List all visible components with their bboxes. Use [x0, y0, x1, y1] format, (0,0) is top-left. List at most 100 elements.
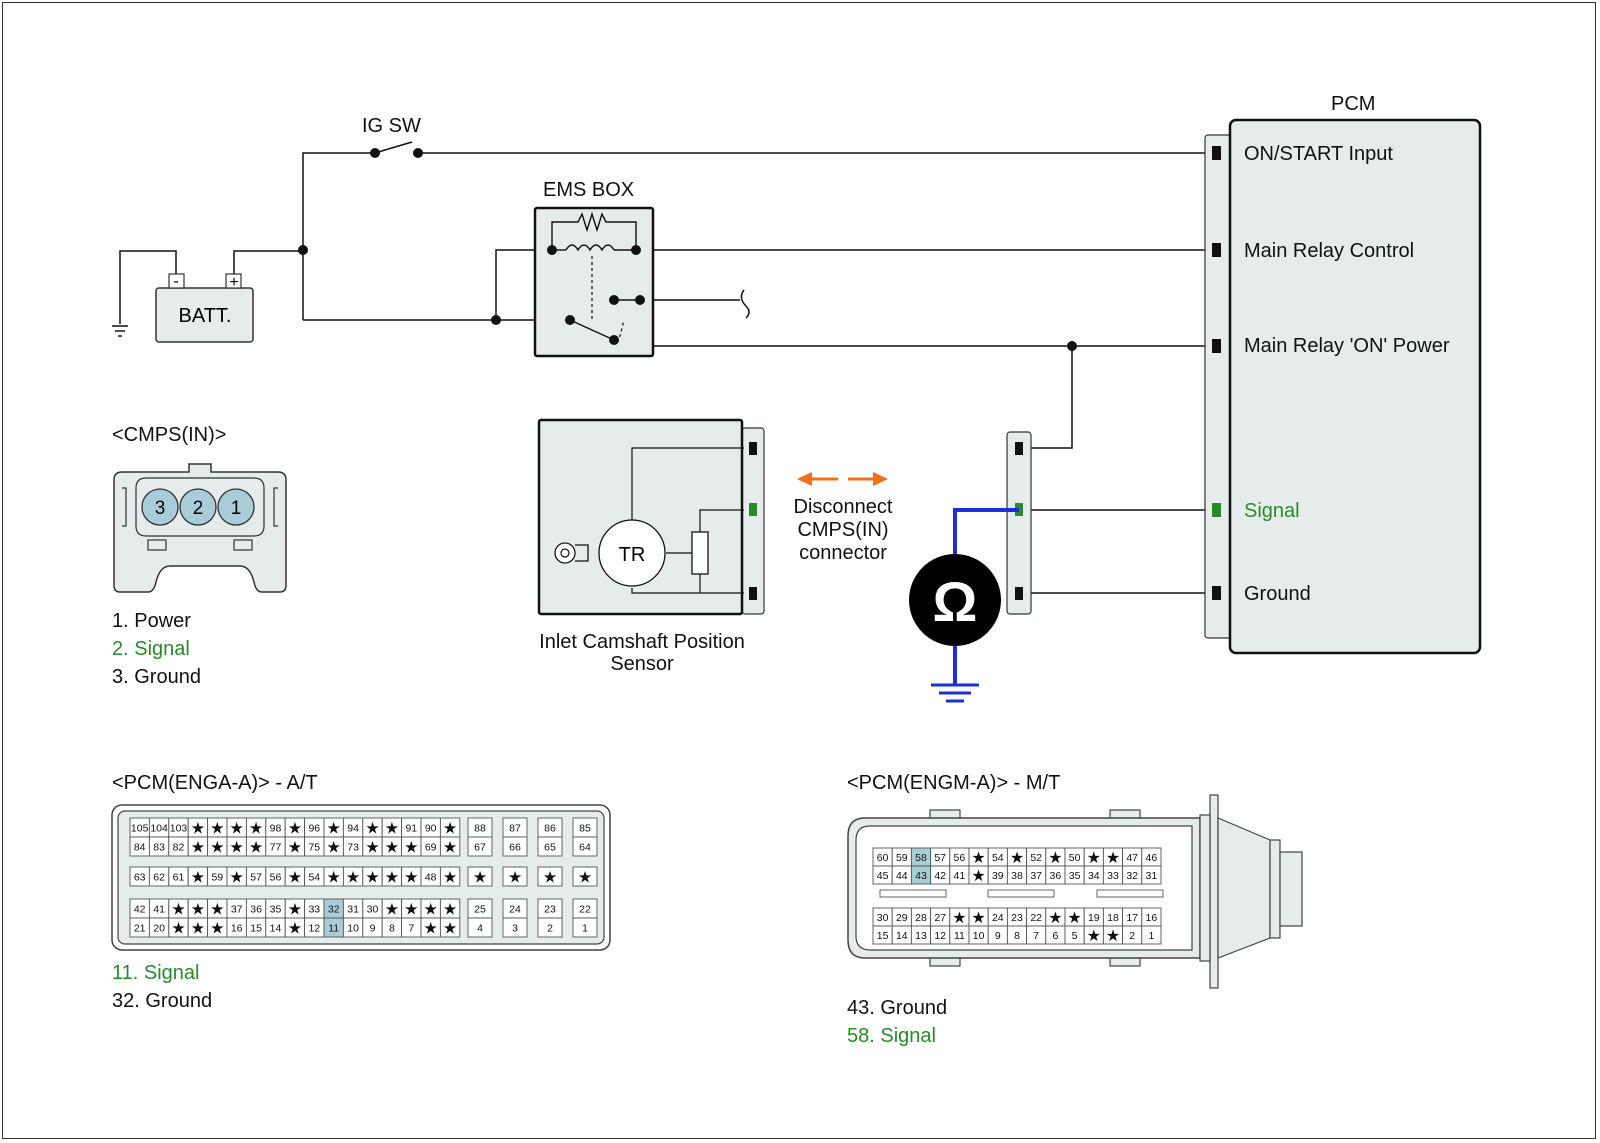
pin-number: 17 — [1126, 912, 1138, 924]
pin-number: ★ — [171, 921, 185, 938]
pin-number: ★ — [443, 840, 457, 857]
pin-number: ★ — [1087, 928, 1101, 945]
pin-number: 88 — [474, 823, 486, 835]
ohm-symbol: Ω — [933, 570, 978, 633]
battery-neg-label: - — [173, 273, 178, 290]
pin-number: 96 — [308, 823, 320, 835]
pin-number: 22 — [1030, 912, 1042, 924]
pin-number: 34 — [1088, 870, 1100, 882]
pin-number: 11 — [328, 923, 339, 935]
pin-number: 23 — [544, 904, 556, 916]
pin-number: 64 — [579, 842, 591, 854]
pin-number: 11 — [954, 930, 965, 942]
cmps-legend-power: 1. Power — [112, 610, 191, 632]
pin-number: 75 — [308, 842, 320, 854]
pin-number: ★ — [404, 902, 418, 919]
pin-number: ★ — [543, 870, 557, 887]
pin-number: 6 — [1052, 930, 1058, 942]
pin-number: 30 — [877, 912, 889, 924]
pin-number: 90 — [425, 823, 437, 835]
junction-dot — [1067, 341, 1077, 351]
pin-number: 58 — [915, 852, 927, 864]
pin-cell — [1141, 925, 1162, 945]
pin-number: ★ — [191, 870, 205, 887]
wire-coil-feed — [495, 249, 552, 320]
ig-switch-blade — [374, 141, 413, 154]
pcm-pin-terminal — [1212, 339, 1221, 353]
cmps-pin — [179, 488, 217, 526]
wire-batt-neg — [119, 250, 177, 324]
pin-cell — [502, 836, 528, 857]
pin-number: ★ — [443, 921, 457, 938]
pin-number: ★ — [210, 821, 224, 838]
pin-cell — [537, 866, 563, 887]
pin-number: 104 — [150, 823, 168, 835]
pin-number: ★ — [404, 840, 418, 857]
pin-cell — [439, 917, 461, 938]
pin-number: 56 — [954, 852, 966, 864]
pin-number: 38 — [1011, 870, 1023, 882]
pin-number: 103 — [170, 823, 188, 835]
pin-number: ★ — [249, 821, 263, 838]
pin-number: ★ — [473, 870, 487, 887]
pin-number: 48 — [425, 872, 437, 884]
pin-number: 31 — [1146, 870, 1158, 882]
pin-number: 66 — [509, 842, 521, 854]
pin-number: ★ — [404, 870, 418, 887]
pin-number: ★ — [1106, 850, 1120, 867]
pin-number: 10 — [973, 930, 985, 942]
cmps-legend-signal: 2. Signal — [112, 638, 190, 660]
pin-number: 60 — [877, 852, 889, 864]
pin-number: 87 — [509, 823, 521, 835]
pcm-pin-terminal — [1212, 586, 1221, 600]
battery-label: BATT. — [179, 305, 232, 327]
pin-number: 1 — [582, 923, 588, 935]
disconnect-arrows — [797, 472, 888, 486]
pin-number: ★ — [1106, 928, 1120, 945]
pin-number: 16 — [1146, 912, 1158, 924]
pin-number: ★ — [952, 910, 966, 927]
pin-number: ★ — [327, 870, 341, 887]
pin-number: 14 — [896, 930, 908, 942]
pin-number: 8 — [389, 923, 395, 935]
pin-number: 41 — [954, 870, 966, 882]
pin-number: 85 — [579, 823, 591, 835]
pin-number: ★ — [1087, 850, 1101, 867]
pin-number: ★ — [230, 840, 244, 857]
pin-number: 31 — [347, 904, 359, 916]
switch-contact — [413, 148, 423, 158]
pin-number: 12 — [308, 923, 320, 935]
pin-number: ★ — [365, 870, 379, 887]
pin-number: 39 — [992, 870, 1004, 882]
pin-number: ★ — [191, 921, 205, 938]
pin-number: ★ — [385, 840, 399, 857]
pin-number: ★ — [191, 840, 205, 857]
pin-number: 20 — [153, 923, 165, 935]
pin-number: ★ — [230, 870, 244, 887]
pin-number: ★ — [971, 910, 985, 927]
pin-number: ★ — [288, 902, 302, 919]
pin-number: 33 — [1107, 870, 1119, 882]
pcm-pin-label-signal: Signal — [1244, 500, 1300, 522]
pin-number: 9 — [370, 923, 376, 935]
pin-number: ★ — [424, 921, 438, 938]
ems-box — [533, 206, 655, 358]
pin-number: 57 — [934, 852, 946, 864]
pin-number: 57 — [250, 872, 262, 884]
pin-number: 1 — [1148, 930, 1154, 942]
cmps-pin-number: 2 — [193, 498, 204, 519]
pin-number: 18 — [1107, 912, 1119, 924]
pin-number: 32 — [328, 904, 340, 916]
pin-number: 5 — [1072, 930, 1078, 942]
pin-number: 67 — [474, 842, 486, 854]
pin-number: 7 — [408, 923, 414, 935]
pin-number: 12 — [934, 930, 946, 942]
disconnect-instruction-line3: connector — [799, 542, 887, 564]
pin-number: ★ — [288, 821, 302, 838]
pin-number: 36 — [250, 904, 262, 916]
pin-cell — [537, 836, 563, 857]
pin-number: 7 — [1033, 930, 1039, 942]
